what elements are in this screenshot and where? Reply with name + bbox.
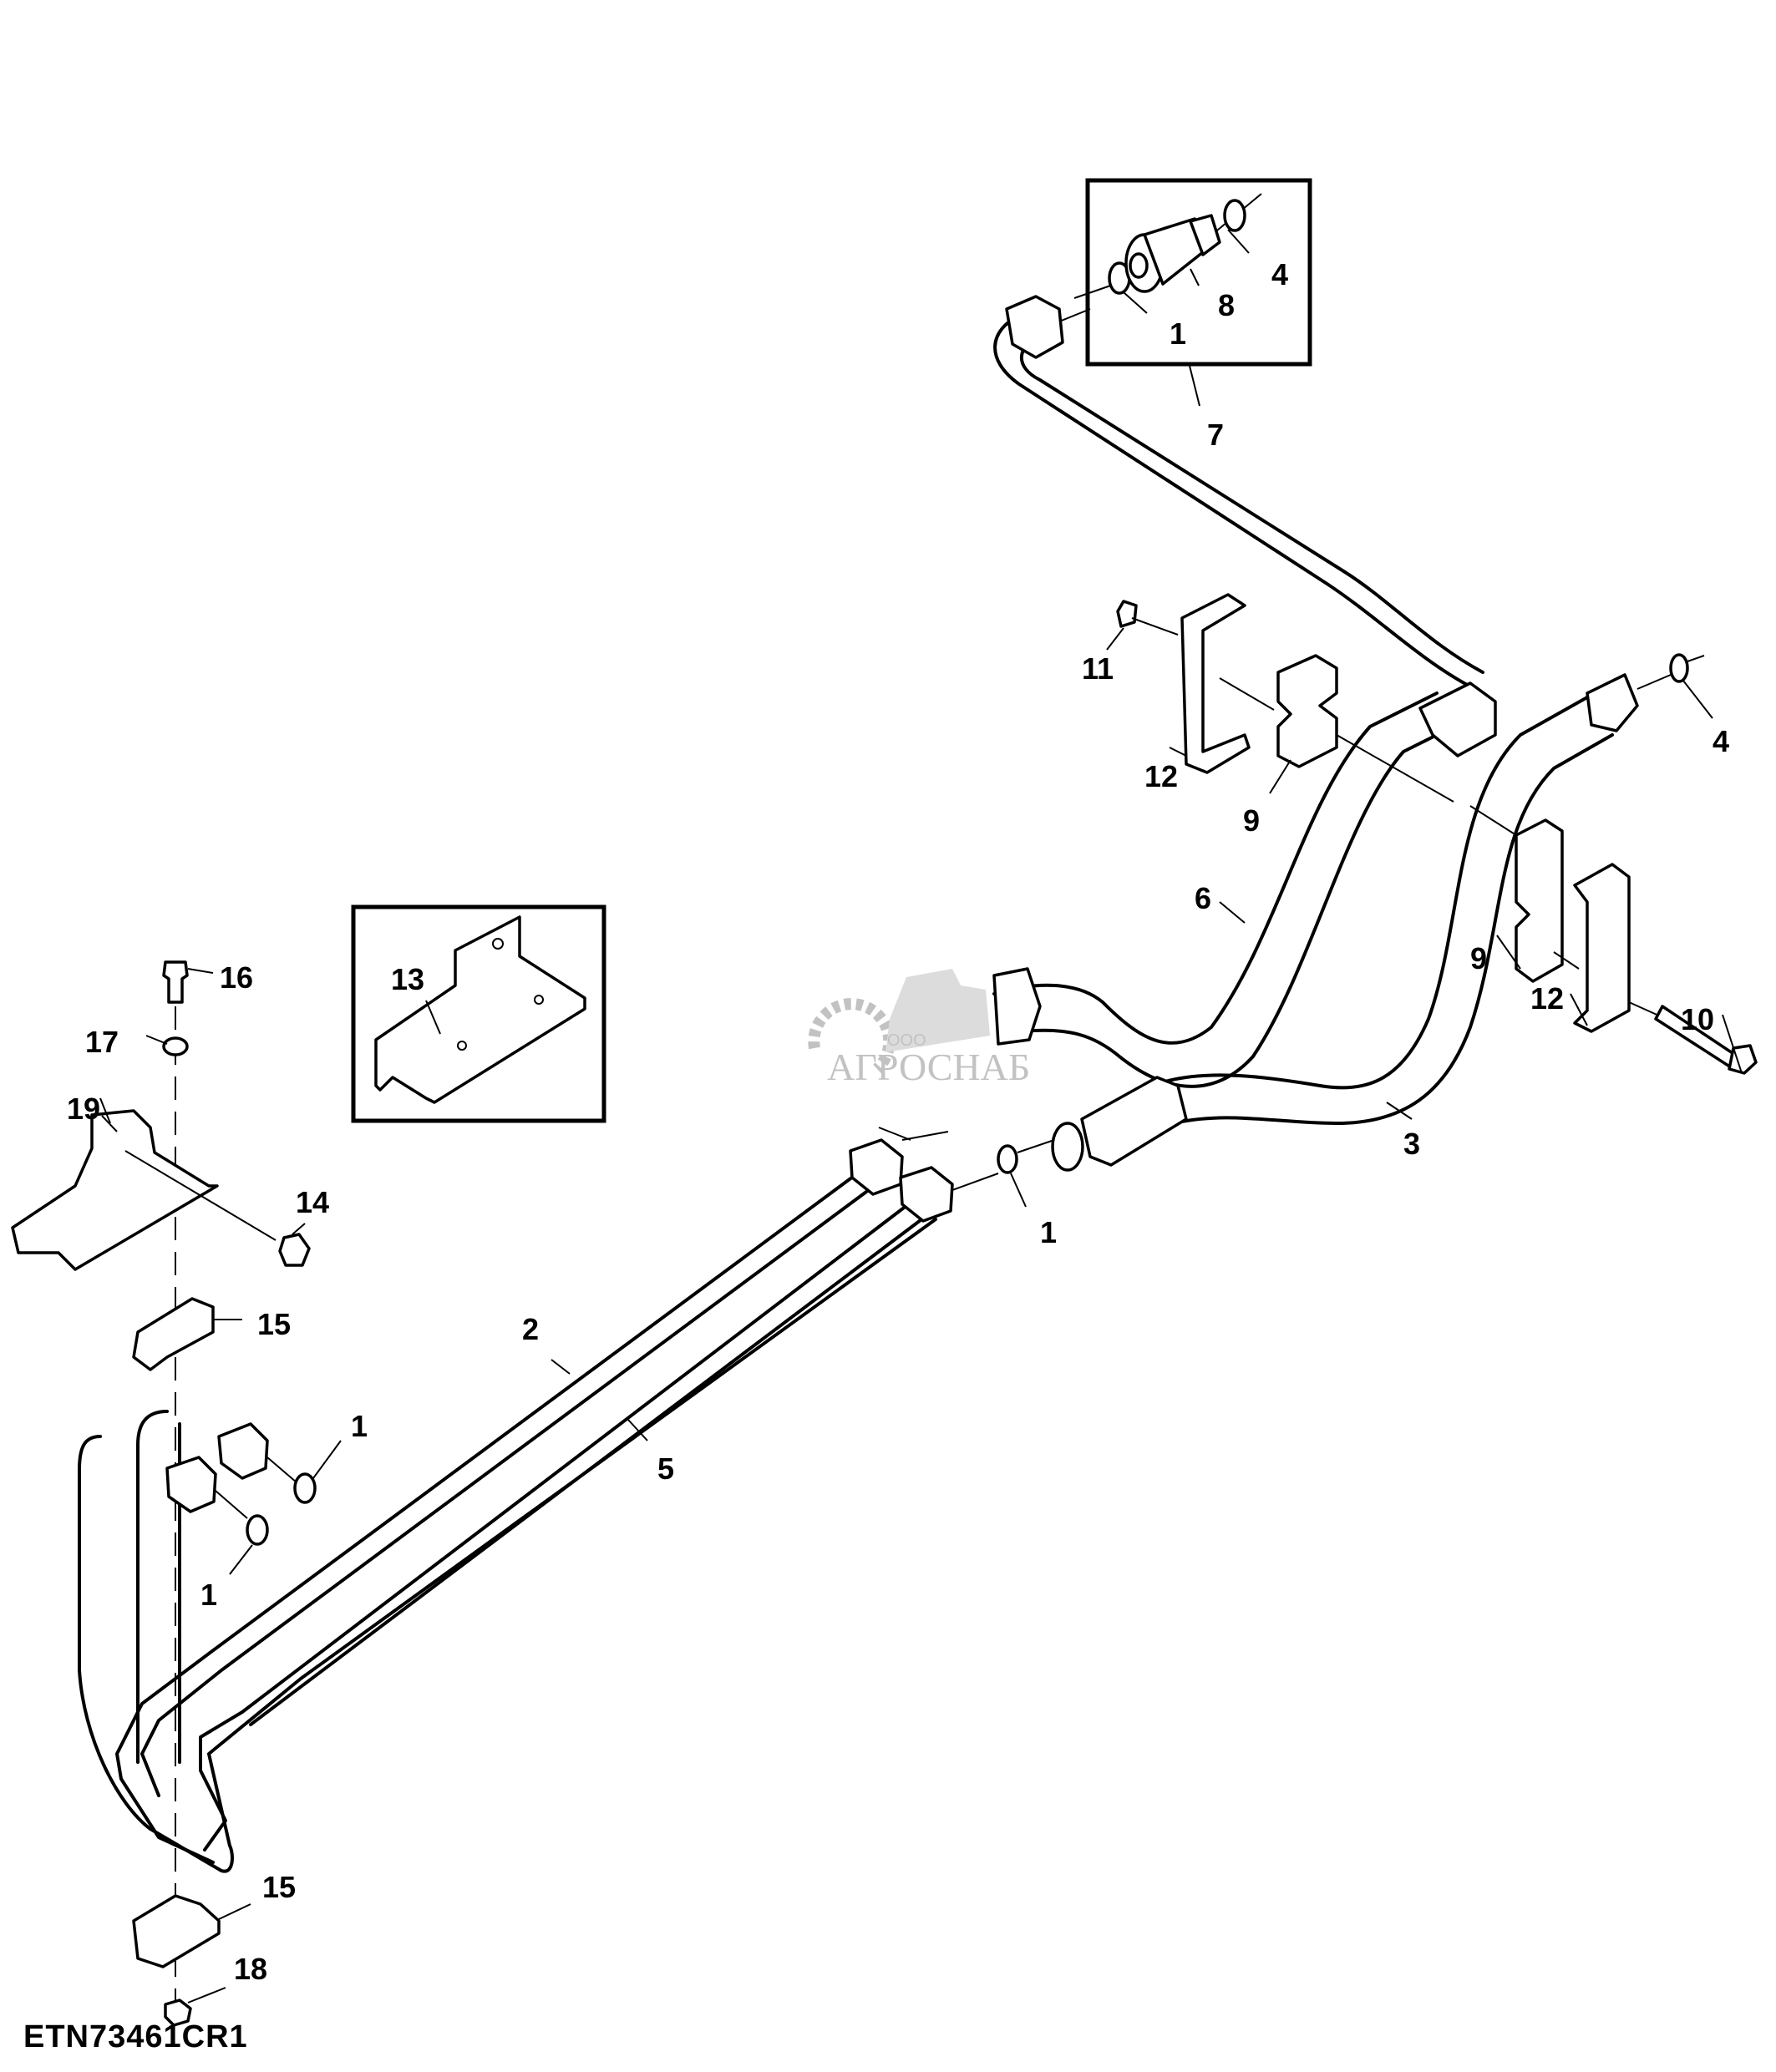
- callout-16: 16: [220, 960, 253, 995]
- tube-ends-left: [165, 1127, 1055, 1575]
- callout-19: 19: [67, 1092, 100, 1126]
- nut-18[interactable]: [164, 1999, 192, 2027]
- callout-4-inset: 4: [1271, 257, 1288, 291]
- o-ring-1-mid[interactable]: [997, 1144, 1018, 1174]
- tube-7[interactable]: [993, 295, 1484, 688]
- hose-3-fitting-face: [1051, 1122, 1084, 1172]
- inset-bracket-detail: [351, 904, 606, 1123]
- tube-2-nut: [849, 1138, 904, 1196]
- hose-3[interactable]: [1051, 673, 1639, 1172]
- figure-id: ETN73461CR1: [23, 2019, 248, 2054]
- clamp-plate-12-upper[interactable]: [1180, 593, 1251, 774]
- callout-12-lower: 12: [1530, 981, 1564, 1016]
- washer-17[interactable]: [162, 1036, 189, 1056]
- tube-5-nut: [899, 1166, 954, 1223]
- callout-15-lower: 15: [262, 1870, 296, 1904]
- callout-12-upper: 12: [1144, 759, 1178, 793]
- inset-box-7: [1085, 178, 1312, 367]
- o-ring-1-left-upper[interactable]: [293, 1472, 317, 1504]
- hose-3-fitting: [1080, 1076, 1188, 1167]
- callout-3: 3: [1403, 1127, 1420, 1161]
- clamp-group-upper: [1116, 593, 1454, 803]
- clamp-plate-12-lower[interactable]: [1573, 863, 1631, 1033]
- inset-coupler-detail: [1073, 178, 1312, 407]
- hose-6[interactable]: [992, 681, 1497, 1088]
- tube-clamp-15-upper[interactable]: [132, 1297, 215, 1371]
- clamp-half-9-lower[interactable]: [1515, 818, 1564, 983]
- tube-nut-left-upper: [217, 1422, 269, 1480]
- clamp-half-9-upper[interactable]: [1276, 654, 1338, 768]
- callout-1-left-lower: 1: [200, 1578, 217, 1612]
- nut-11[interactable]: [1116, 600, 1138, 628]
- quick-coupler-8[interactable]: [1124, 214, 1221, 293]
- callout-18: 18: [234, 1952, 267, 1986]
- combine-harvester-icon: [885, 969, 990, 1052]
- callout-8: 8: [1218, 288, 1235, 322]
- watermark-prefix: ООО: [887, 1031, 926, 1050]
- callout-15-upper: 15: [257, 1307, 291, 1341]
- o-ring-4[interactable]: [1669, 653, 1689, 683]
- hose-3-fitting-end: [1586, 673, 1639, 732]
- inset-box-13: [351, 904, 606, 1123]
- tube-clamp-15-lower[interactable]: [132, 1894, 221, 1968]
- callout-10: 10: [1681, 1002, 1714, 1036]
- callout-14: 14: [296, 1185, 329, 1219]
- hose-6-crimp: [992, 967, 1042, 1046]
- bracket-19[interactable]: [11, 1109, 219, 1271]
- hose-6-nut: [1418, 681, 1497, 757]
- o-ring-4-inset[interactable]: [1223, 199, 1246, 232]
- callout-6: 6: [1195, 881, 1211, 915]
- callout-1-inset: 1: [1170, 317, 1186, 351]
- callout-1-mid: 1: [1040, 1215, 1057, 1249]
- callout-13: 13: [391, 962, 424, 996]
- cap-screw-16[interactable]: [162, 960, 189, 1004]
- callout-2: 2: [522, 1312, 539, 1346]
- left-mount-assembly: [11, 960, 311, 2027]
- callout-1-left-upper: 1: [351, 1409, 368, 1443]
- callout-9-upper: 9: [1243, 803, 1260, 838]
- cap-screw-10-head: [1728, 1044, 1758, 1075]
- tube-nut-7: [1005, 295, 1064, 359]
- callout-17: 17: [85, 1025, 119, 1059]
- clamp-group-lower: [1469, 653, 1758, 1075]
- tube-nut-left-lower: [165, 1456, 217, 1513]
- callout-7: 7: [1207, 418, 1224, 452]
- callout-4: 4: [1713, 724, 1729, 758]
- leader-lines: [101, 627, 1743, 1441]
- bracket-13[interactable]: [374, 915, 586, 1104]
- tube-2[interactable]: [115, 1131, 949, 1864]
- o-ring-1-left-lower[interactable]: [246, 1514, 269, 1546]
- watermark-name: АГРОСНАБ: [827, 1046, 1030, 1088]
- tube-5[interactable]: [78, 1166, 999, 1873]
- callout-11: 11: [1082, 651, 1114, 686]
- callout-5: 5: [657, 1451, 674, 1486]
- callout-9-lower: 9: [1470, 941, 1487, 975]
- callouts: 1 8 4 7 11 12 9 4 6 9 12 10 3 1 13 16 17…: [67, 257, 1729, 1986]
- nut-14[interactable]: [278, 1233, 311, 1267]
- watermark-logo: ООО АГРОСНАБ: [808, 969, 1030, 1088]
